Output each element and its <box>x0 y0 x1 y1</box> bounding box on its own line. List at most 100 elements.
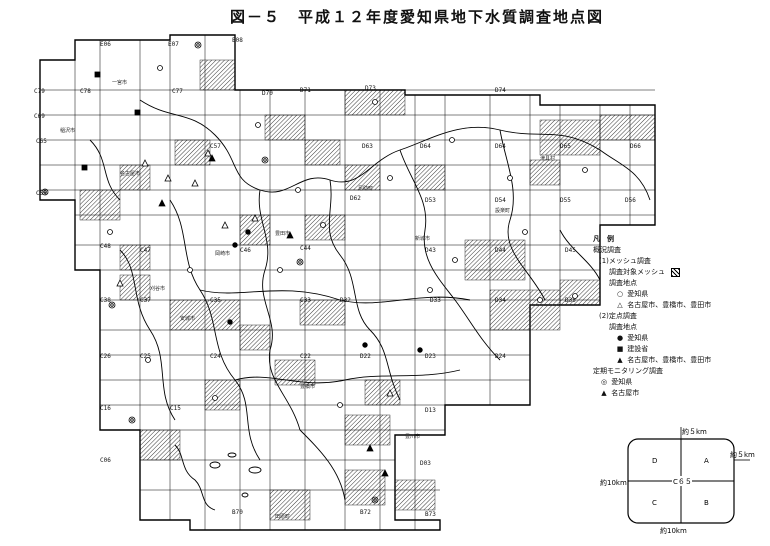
grid-labels: E06 E07 E08 D70 D71 D73 D74 C79 C78 C77 … <box>34 37 641 518</box>
grid-label: D64 <box>495 143 506 150</box>
grid-label: D71 <box>300 87 311 94</box>
grid-label: D65 <box>560 143 571 150</box>
filled-square-icon: ■ <box>616 345 624 353</box>
legend-fixed-cities-row: ▲ 名古屋市、豊橋市、豊田市 <box>593 355 768 366</box>
grid-label: D70 <box>262 90 273 97</box>
grid-label: D45 <box>565 247 576 254</box>
key-left-label: 約10km <box>600 478 627 487</box>
grid-label: C44 <box>300 245 311 252</box>
fixed-point-ministry-group <box>81 71 141 171</box>
legend-monitoring: 定期モニタリング調査 <box>593 367 663 375</box>
legend-fixed-survey: (2)定点調査 <box>599 312 637 320</box>
place-name: 田原町 <box>275 514 290 520</box>
grid-label: C38 <box>100 297 111 304</box>
place-name: 一宮市 <box>112 79 127 86</box>
legend-mesh-cities-row: △ 名古屋市、豊橋市、豊田市 <box>593 300 768 311</box>
legend-mon-aichi: 愛知県 <box>611 378 633 386</box>
key-bottom-label: 約10km <box>660 526 687 535</box>
place-name-labels: 一宮市 稲沢市 名古屋市 豊田市 豊橋市 岡崎市 足助町 安城市 刈谷市 津具村… <box>60 79 555 520</box>
place-name: 豊川市 <box>405 433 420 440</box>
legend-mon-nagoya: 名古屋市 <box>611 389 640 397</box>
grid-label: C65 <box>36 138 47 145</box>
legend-survey-overview: 概況調査 <box>593 246 621 254</box>
grid-label: D63 <box>362 143 373 150</box>
legend-heading: 凡 例 <box>593 235 614 243</box>
grid-label: D34 <box>495 297 506 304</box>
grid-label: C16 <box>100 405 111 412</box>
mesh-point-aichi-group <box>107 65 588 408</box>
grid-label: D03 <box>420 460 431 467</box>
grid-label: B72 <box>360 509 371 516</box>
map-title: 図－５ 平成１２年度愛知県地下水質調査地点図 <box>230 8 605 26</box>
mesh-point-cities-group <box>116 149 394 397</box>
grid-label: E08 <box>232 37 243 44</box>
grid-label: D53 <box>425 197 436 204</box>
grid-label: C22 <box>300 353 311 360</box>
grid-label: D74 <box>495 87 506 94</box>
coastline-features <box>174 444 262 511</box>
grid-label: C48 <box>100 243 111 250</box>
grid-label: C55 <box>36 190 47 197</box>
grid-label: C57 <box>210 143 221 150</box>
grid-label: D55 <box>560 197 571 204</box>
grid-label: D62 <box>350 195 361 202</box>
legend-panel: 凡 例 概況調査 (1)メッシュ調査 調査対象メッシュ 調査地点 ○ 愛知県 △… <box>593 234 768 399</box>
legend-points-label: 調査地点 <box>609 279 637 287</box>
legend-mon-aichi-row: ◎ 愛知県 <box>593 377 768 388</box>
grid-label: B73 <box>425 511 436 518</box>
legend-mesh-target: 調査対象メッシュ <box>609 268 665 276</box>
legend-fixed-cities: 名古屋市、豊橋市、豊田市 <box>627 356 712 364</box>
grid-label: D32 <box>340 297 351 304</box>
key-top-label: 約５km <box>682 427 707 436</box>
legend-fixed-ministry-row: ■ 建設省 <box>593 344 768 355</box>
monitoring-aichi-group <box>41 41 379 504</box>
grid-label: C46 <box>240 247 251 254</box>
grid-label: C25 <box>140 353 151 360</box>
filled-triangle-icon: ▲ <box>601 389 607 397</box>
key-center-label: C６５ <box>673 478 692 486</box>
grid-label: D44 <box>495 247 506 254</box>
legend-fixed-ministry: 建設省 <box>627 345 649 353</box>
grid-label: C79 <box>34 88 45 95</box>
legend-mon-nagoya-row: ▲ 名古屋市 <box>593 388 768 399</box>
legend-fixed-aichi: 愛知県 <box>627 334 649 342</box>
place-name: 津具村 <box>540 155 555 162</box>
grid-label: D23 <box>425 353 436 360</box>
grid-label: C37 <box>140 297 151 304</box>
grid-label: D13 <box>425 407 436 414</box>
place-name: 豊田市 <box>275 230 290 237</box>
place-name: 名古屋市 <box>120 170 140 177</box>
key-right-label: 約５km <box>730 450 755 459</box>
grid-label: D22 <box>360 353 371 360</box>
place-name: 稲沢市 <box>60 127 75 134</box>
double-circle-icon: ◎ <box>600 378 608 386</box>
mesh-key-diagram: 約５km 約５km 約10km 約10km D A C B C６５ <box>600 427 755 535</box>
grid-label: C35 <box>210 297 221 304</box>
key-cell-a: A <box>704 457 709 465</box>
open-triangle-icon: △ <box>617 301 623 309</box>
municipal-boundaries <box>89 99 651 501</box>
grid-label: C26 <box>100 353 111 360</box>
grid-label: C78 <box>80 88 91 95</box>
legend-mesh-cities: 名古屋市、豊橋市、豊田市 <box>627 301 712 309</box>
place-name: 設楽町 <box>495 207 510 214</box>
survey-points <box>41 41 588 504</box>
grid-label: D33 <box>430 297 441 304</box>
hatched-mesh-group <box>79 59 656 521</box>
grid-label: D35 <box>565 297 576 304</box>
legend-mesh-aichi: 愛知県 <box>627 290 649 298</box>
key-cell-b: B <box>704 499 709 507</box>
place-name: 岡崎市 <box>215 250 230 257</box>
place-name: 足助町 <box>358 185 373 192</box>
grid-label: C69 <box>34 113 45 120</box>
grid-label: D64 <box>420 143 431 150</box>
grid-label: D56 <box>625 197 636 204</box>
filled-triangle-icon: ▲ <box>617 356 623 364</box>
mesh-grid <box>40 35 655 530</box>
filled-circle-icon: ● <box>616 334 624 342</box>
grid-label: E06 <box>100 41 111 48</box>
grid-label: C33 <box>300 297 311 304</box>
legend-mesh-survey: (1)メッシュ調査 <box>599 257 651 265</box>
grid-label: D73 <box>365 85 376 92</box>
legend-fixed-aichi-row: ● 愛知県 <box>593 333 768 344</box>
